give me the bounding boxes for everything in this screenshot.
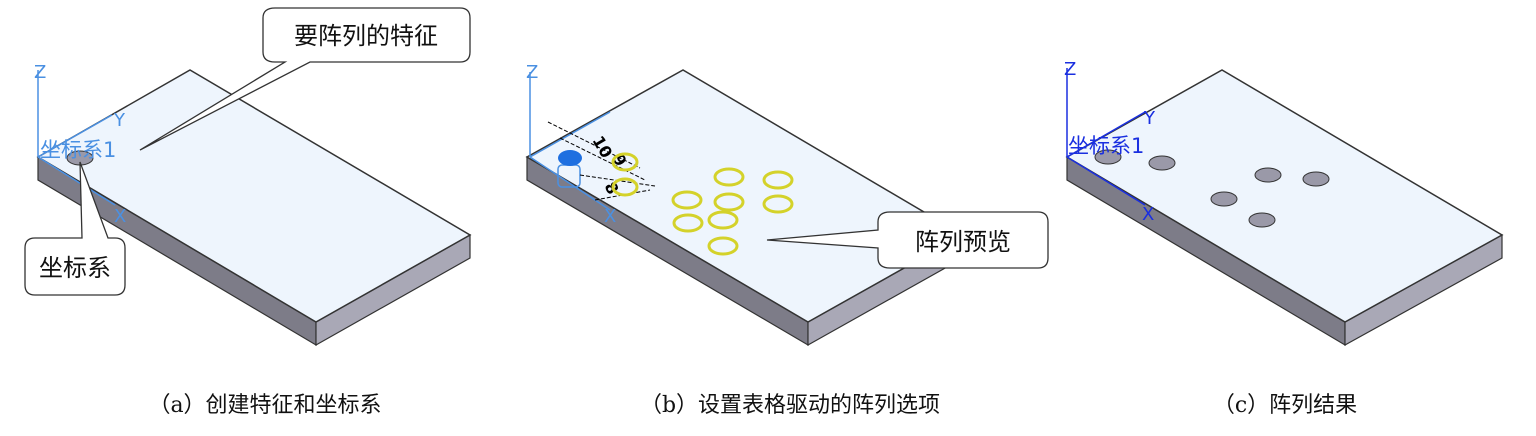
callout-feature [139,7,471,151]
axis-y-label: Y [113,110,126,131]
hole-feature-selected [558,150,582,166]
axis-z-label: Z [1064,59,1076,80]
csys-label: 坐标系1 [40,138,116,162]
plate-b [525,69,965,347]
panel-c: Z Y X 坐标系1 （c）阵列结果 [1064,59,1504,418]
csys-c [1066,68,1146,206]
caption-c: （c）阵列结果 [1213,393,1357,418]
plate-a [36,69,472,347]
axis-z-label: Z [526,62,538,83]
axis-z-label: Z [34,62,46,83]
pattern-holes [1094,149,1330,228]
panel-b: Z X 10 9 8 阵列预览 （b）设置表格驱动的阵列选项 [525,62,1049,418]
csys-a [37,70,116,206]
axis-x-label: X [114,206,126,227]
callout-csys [24,161,126,296]
axis-x-label: X [604,206,616,227]
caption-b: （b）设置表格驱动的阵列选项 [640,393,940,418]
csys-label: 坐标系1 [1068,134,1144,158]
panel-a: Z Y X 坐标系1 要阵列的特征 坐标系 （a）创建特征和坐标系 [24,7,472,418]
axis-y-label: Y [1143,108,1156,129]
callout-feature-text: 要阵列的特征 [294,22,438,50]
plate-c [1065,69,1504,347]
callout-preview-text: 阵列预览 [915,228,1011,256]
callout-preview [766,211,1049,269]
axis-x-label: X [1142,204,1154,225]
callout-csys-text: 坐标系 [39,254,111,282]
pattern-preview-rings [611,152,794,256]
caption-a: （a）创建特征和坐标系 [148,393,381,418]
